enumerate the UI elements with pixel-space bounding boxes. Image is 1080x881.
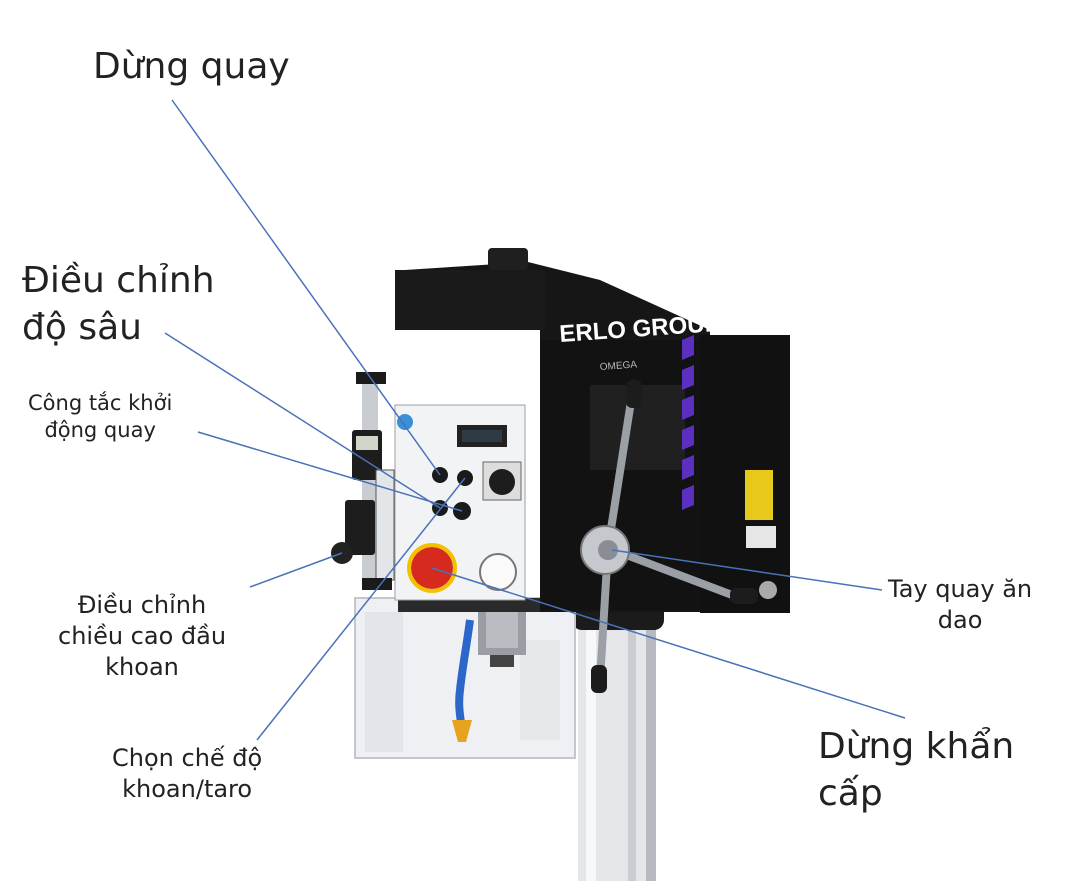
label-head-height-line2: chiều cao đầu — [58, 622, 227, 651]
control-panel — [394, 404, 526, 601]
label-mode-select: Chọn chế độ khoan/taro — [112, 743, 262, 805]
label-start-switch-line1: Công tắc khởi — [28, 391, 173, 415]
label-start-switch: Công tắc khởi động quay — [28, 390, 172, 445]
leader-dieu-chinh-do-sau — [164, 332, 441, 509]
label-feed-handle-line1: Tay quay ăn — [888, 575, 1033, 603]
leader-lines — [164, 99, 906, 741]
label-feed-handle: Tay quay ăn dao — [888, 574, 1032, 636]
label-emergency-stop-line1: Dừng khẩn — [818, 726, 1015, 767]
label-mode-select-line1: Chọn chế độ — [112, 744, 263, 772]
leader-dieu-chinh-chieu-cao — [249, 552, 343, 588]
leader-tay-quay — [611, 549, 883, 591]
label-depth-adjust-line1: Điều chỉnh — [22, 260, 215, 301]
label-feed-handle-line2: dao — [937, 606, 983, 635]
head-bracket — [398, 598, 578, 612]
coolant-hose — [452, 619, 474, 742]
label-depth-adjust: Điều chỉnh độ sâu — [22, 258, 215, 352]
label-rotation-stop-text: Dừng quay — [93, 46, 290, 87]
purple-stripes — [682, 335, 694, 510]
label-emergency-stop: Dừng khẩn cấp — [818, 724, 1014, 818]
label-head-height-line1: Điều chỉnh — [77, 591, 207, 619]
label-head-height: Điều chỉnh chiều cao đầu khoan — [58, 590, 226, 684]
label-head-height-line3: khoan — [105, 653, 179, 682]
label-rotation-stop: Dừng quay — [93, 44, 290, 91]
label-mode-select-line2: khoan/taro — [122, 775, 253, 804]
speed-dial — [489, 469, 515, 495]
chuck-guard — [354, 597, 576, 759]
label-start-switch-line2: động quay — [44, 418, 156, 443]
depth-scale — [345, 372, 395, 590]
column — [572, 600, 664, 881]
leader-cong-tac-khoi-dong — [197, 431, 463, 512]
label-emergency-stop-line2: cấp — [818, 772, 883, 814]
brand-model: OMEGA — [599, 359, 637, 373]
label-depth-adjust-line2: độ sâu — [22, 306, 142, 348]
leader-dung-quay — [171, 99, 441, 476]
leader-chon-che-do — [256, 477, 466, 741]
speed-gauge — [479, 553, 517, 591]
leader-dung-khan-cap — [431, 567, 906, 719]
feed-handle — [580, 380, 758, 693]
drill-head — [395, 248, 790, 613]
rotation-stop-indicator — [397, 414, 413, 430]
